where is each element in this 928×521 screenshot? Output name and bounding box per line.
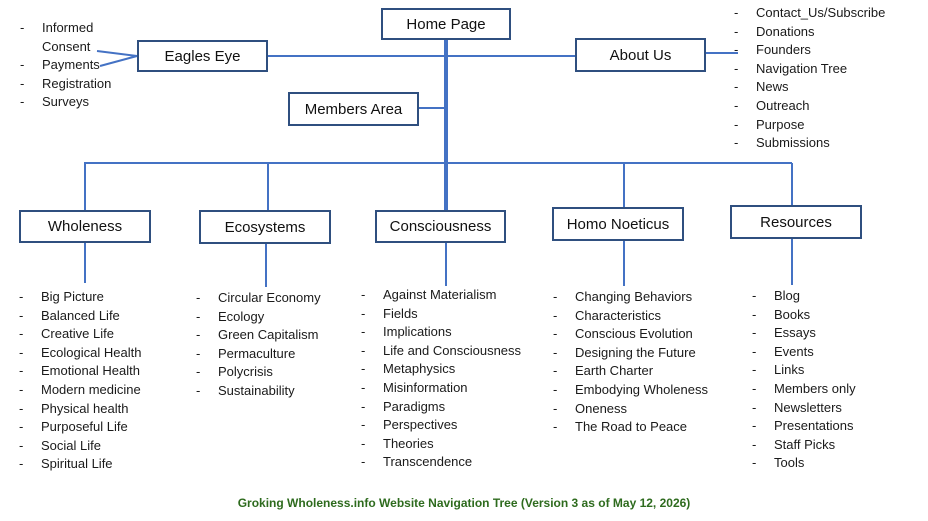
about-us-box: About Us [575, 38, 706, 72]
list-item: -Fields [361, 305, 418, 321]
list-item: -Physical health [19, 400, 129, 416]
about-us-list: -Contact_Us/Subscribe -Donations -Founde… [734, 4, 885, 153]
list-item: -Big Picture [19, 289, 104, 304]
list-item: -Implications [361, 324, 452, 340]
list-item: -Permaculture [196, 345, 296, 361]
homo-noeticus-box: Homo Noeticus [552, 207, 684, 241]
list-item: -Payments [20, 57, 100, 73]
list-item: -Transcendence [361, 454, 473, 470]
list-item: -Surveys [20, 94, 89, 110]
list-item: -The Road to Peace [553, 419, 688, 435]
list-item: -Green Capitalism [196, 327, 319, 343]
list-item: -Essays [752, 325, 816, 341]
list-item: -Earth Charter [553, 363, 654, 379]
home-page-box: Home Page [381, 8, 511, 40]
ecosystems-list: -Circular Economy -Ecology -Green Capita… [196, 289, 321, 401]
list-item: -Theories [361, 435, 434, 451]
list-item: -Changing Behaviors [553, 289, 693, 304]
eagles-eye-list: -Informed Consent -Payments -Registratio… [20, 19, 112, 112]
list-item: -Polycrisis [196, 364, 273, 380]
members-area-box: Members Area [288, 92, 419, 126]
list-item: -Purposeful Life [19, 419, 128, 435]
list-item: -Paradigms [361, 398, 446, 414]
list-item: -Designing the Future [553, 344, 696, 360]
resources-box: Resources [730, 205, 862, 239]
eagles-list-connector-b [99, 55, 138, 67]
list-item: -Presentations [752, 418, 854, 434]
list-item: -Sustainability [196, 382, 295, 398]
list-item: -Characteristics [553, 307, 661, 323]
list-item: -Staff Picks [752, 436, 836, 452]
list-item: -Perspectives [361, 417, 458, 433]
list-item: -Modern medicine [19, 381, 141, 397]
homo-noeticus-list: -Changing Behaviors -Characteristics -Co… [553, 288, 708, 437]
list-item: -Social Life [19, 437, 101, 453]
list-item: -Against Materialism [361, 287, 497, 302]
list-item: -Tools [752, 455, 805, 471]
list-item: -Donations [734, 23, 815, 39]
list-item: -Life and Consciousness [361, 342, 522, 358]
list-item: -Contact_Us/Subscribe [734, 5, 886, 20]
list-item: -Founders [734, 42, 811, 58]
list-item: -Events [752, 343, 814, 359]
list-item: -Newsletters [752, 399, 842, 415]
list-item: -Emotional Health [19, 363, 140, 379]
list-item: -Balanced Life [19, 307, 120, 323]
list-item: -Outreach [734, 97, 810, 113]
list-item: -Purpose [734, 116, 805, 132]
list-item: -Oneness [553, 400, 628, 416]
eagles-eye-box: Eagles Eye [137, 40, 268, 72]
list-item: -Blog [752, 288, 801, 303]
list-item: -Ecology [196, 308, 265, 324]
list-item: -Creative Life [19, 326, 114, 342]
list-item: -Submissions [734, 135, 830, 151]
list-item: -Navigation Tree [734, 60, 848, 76]
consciousness-box: Consciousness [375, 210, 506, 243]
list-item: -Informed Consent [20, 20, 94, 54]
list-item: -Links [752, 362, 805, 378]
list-item: -Conscious Evolution [553, 326, 693, 342]
list-item: -Books [752, 306, 811, 322]
list-item: -Ecological Health [19, 344, 142, 360]
consciousness-list: -Against Materialism -Fields -Implicatio… [361, 286, 521, 472]
diagram-caption: Groking Wholeness.info Website Navigatio… [237, 496, 691, 510]
list-item: -Members only [752, 380, 856, 396]
list-item: -Circular Economy [196, 290, 321, 305]
list-item: -Embodying Wholeness [553, 381, 708, 397]
list-item: -News [734, 79, 789, 95]
ecosystems-box: Ecosystems [199, 210, 331, 244]
list-item: -Misinformation [361, 379, 468, 395]
list-item: -Metaphysics [361, 361, 456, 377]
resources-list: -Blog -Books -Essays -Events -Links -Mem… [752, 287, 856, 473]
list-item: -Registration [20, 75, 112, 91]
wholeness-box: Wholeness [19, 210, 151, 243]
wholeness-list: -Big Picture -Balanced Life -Creative Li… [19, 288, 141, 474]
eagles-list-connector-a [96, 50, 138, 57]
list-item: -Spiritual Life [19, 456, 113, 472]
